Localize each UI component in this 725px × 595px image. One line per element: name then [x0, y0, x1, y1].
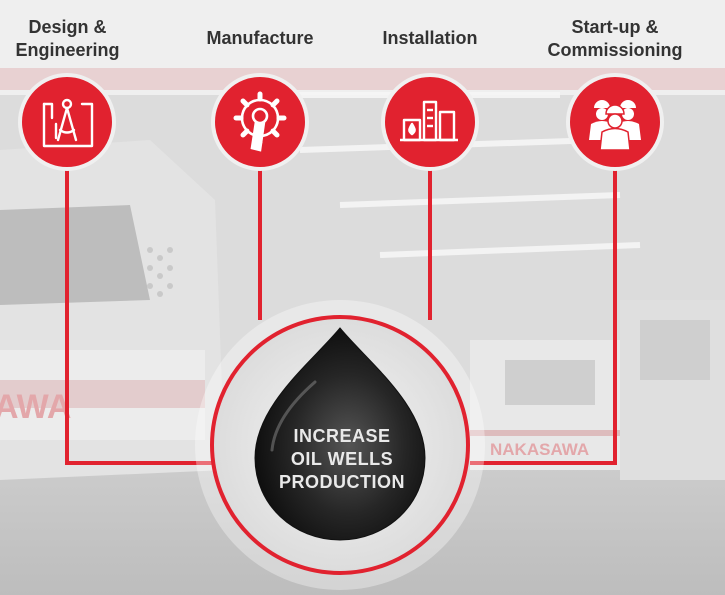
workers-team-icon [589, 100, 641, 151]
stage-circle-manufacture [211, 73, 309, 171]
stage-label-manufacture: Manufacture [206, 28, 314, 48]
stage-circle-startup [566, 73, 664, 171]
right-machine [470, 300, 725, 480]
gear-wrench-icon [233, 91, 287, 152]
connector-lines [65, 160, 617, 465]
stage-label-design: Design & Engineering [15, 17, 120, 60]
stage-circle-design [18, 73, 116, 171]
oil-facility-icon [400, 100, 458, 142]
connector-design [65, 160, 212, 465]
center-drop-text: INCREASE OIL WELLS PRODUCTION [279, 426, 405, 492]
connector-startup [470, 160, 617, 465]
stage-circle-installation [381, 73, 479, 171]
bg-left-fragment: AWA [0, 388, 71, 426]
oil-drop-icon [254, 327, 426, 541]
stage-label-installation: Installation [382, 28, 478, 48]
stage-label-startup: Start-up & Commissioning [547, 17, 683, 60]
bg-right-fragment: NAKASAWA [490, 440, 589, 459]
left-machine [0, 140, 225, 480]
drafting-compass-icon [42, 98, 94, 148]
